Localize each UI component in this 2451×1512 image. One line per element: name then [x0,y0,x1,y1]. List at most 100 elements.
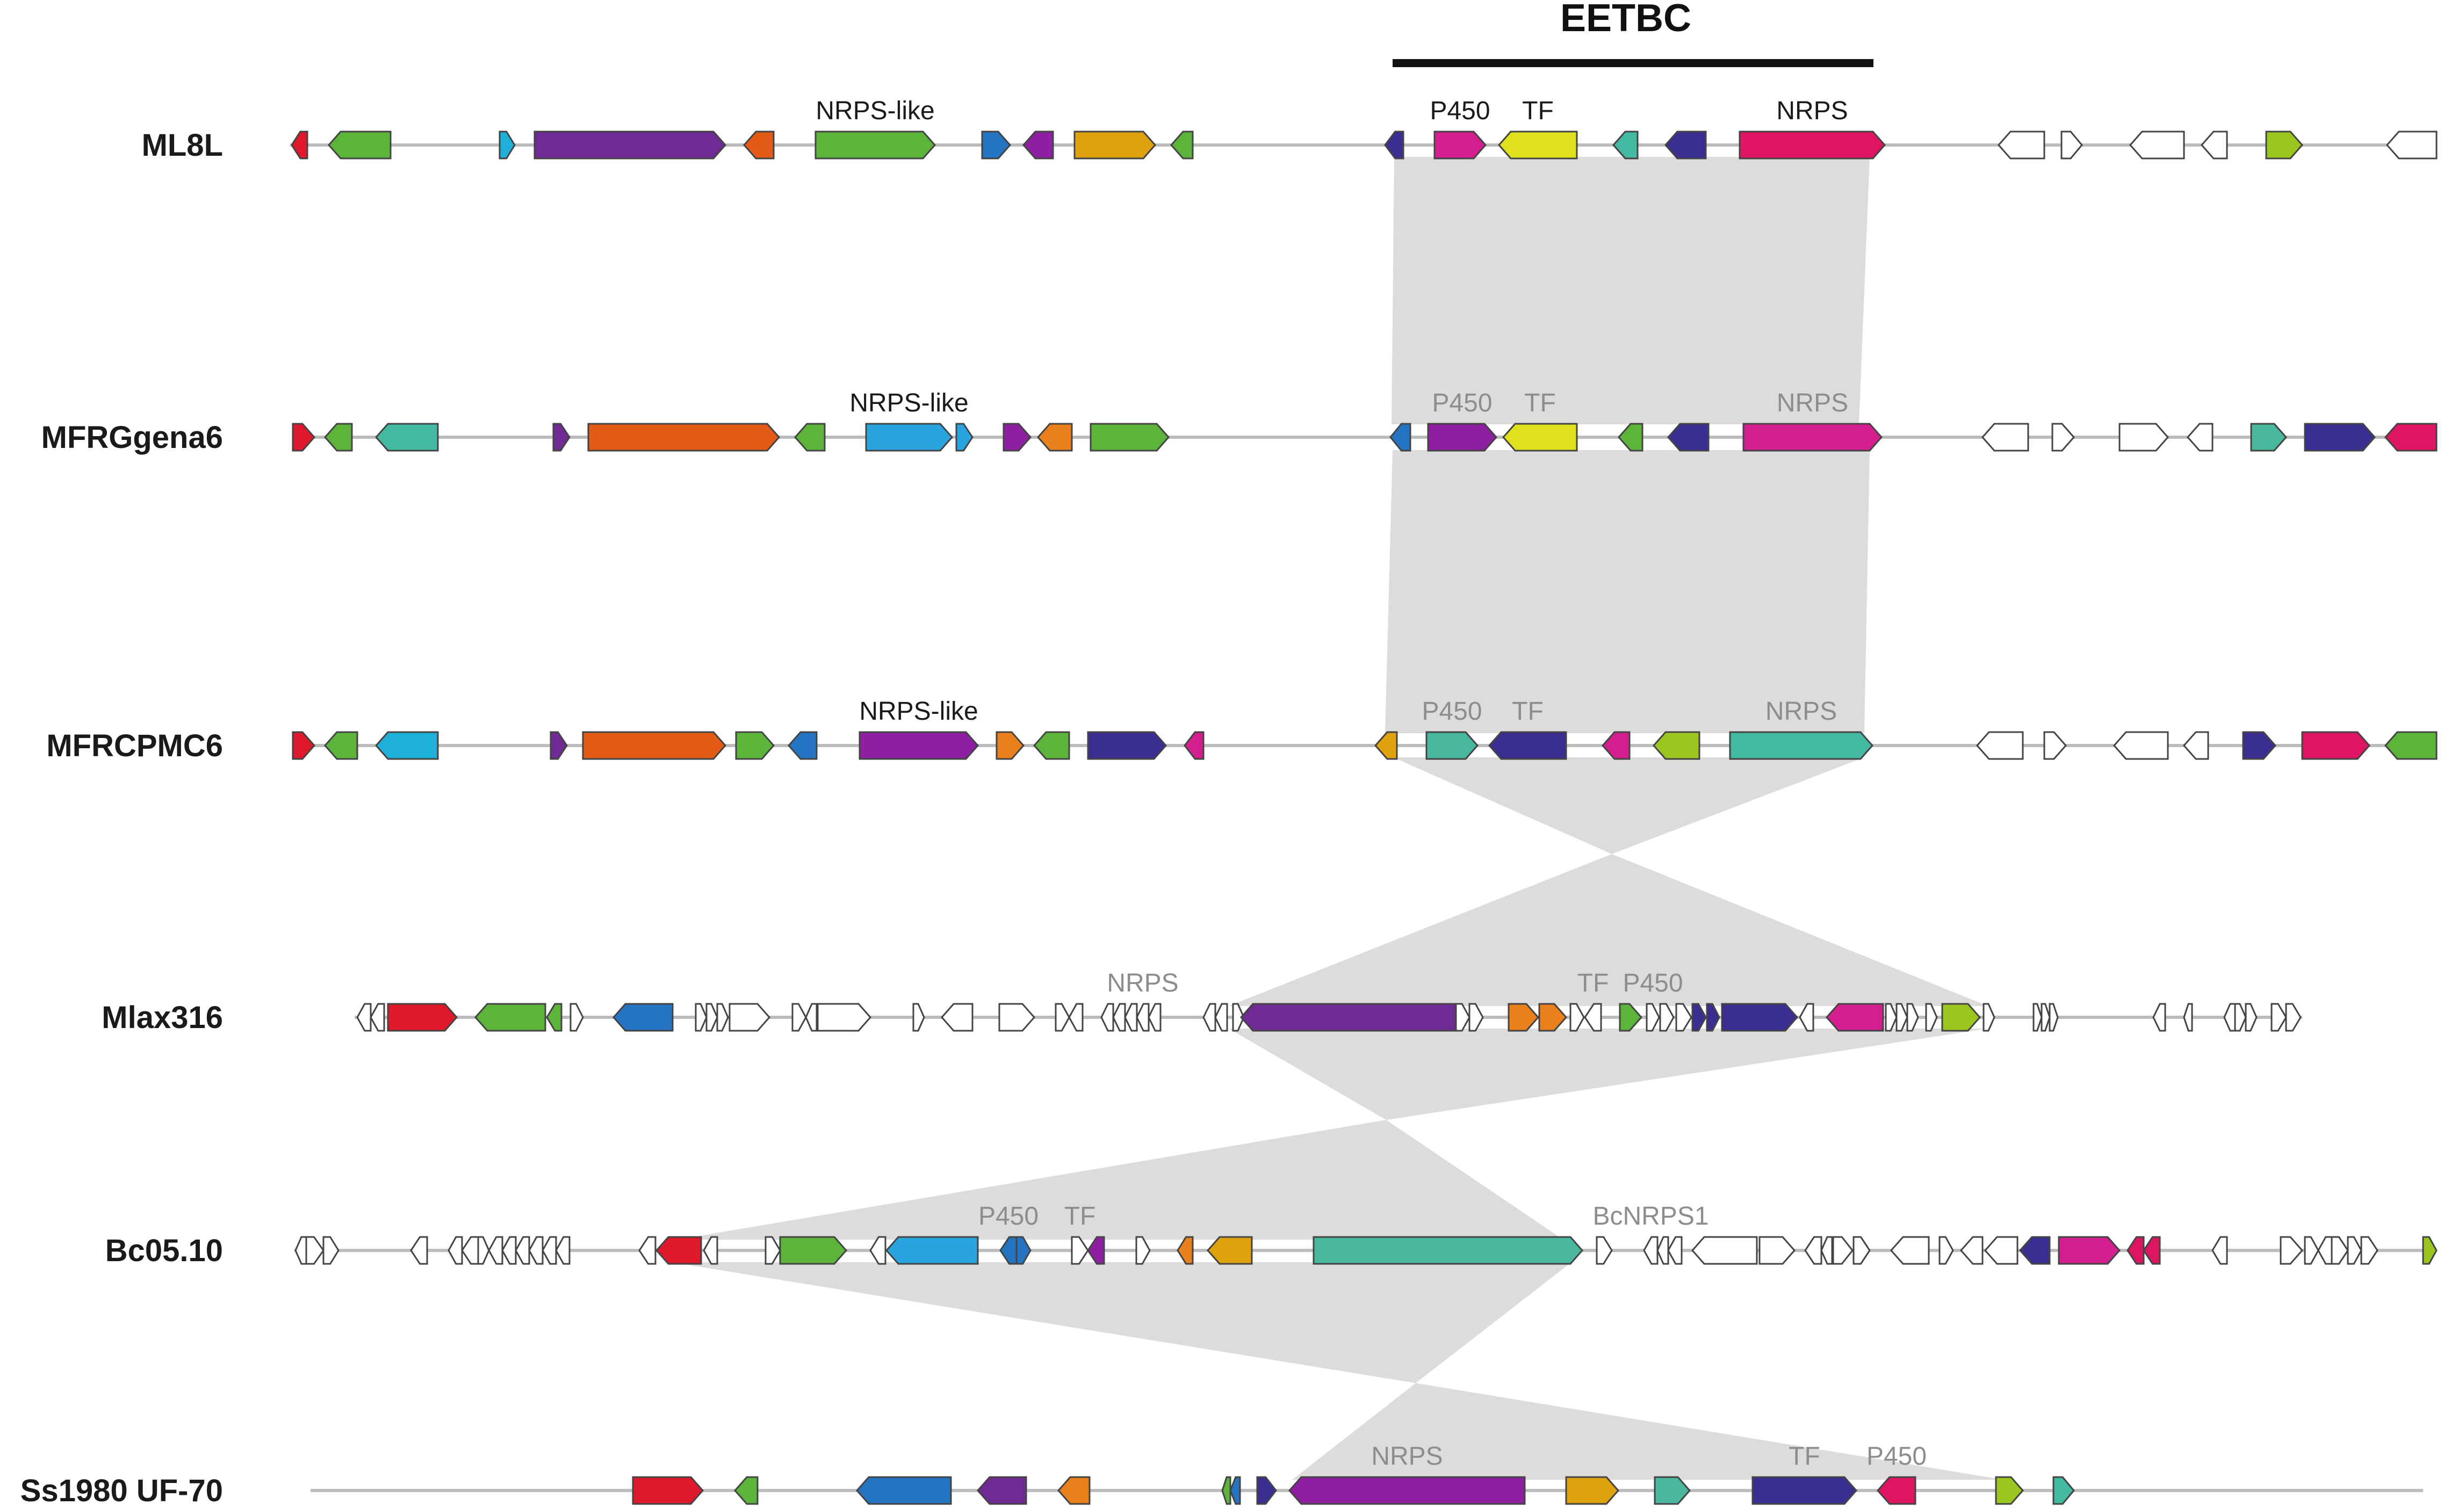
synteny-band [1393,757,1864,854]
gene-arrow [2245,1003,2258,1032]
gene-arrow [1981,423,2029,452]
gene-arrow [448,1236,463,1265]
gene-arrow [1148,1003,1162,1032]
gene-arrow [1055,1003,1070,1032]
gene-arrow [996,731,1025,760]
gene-arrow [1742,423,1883,452]
gene-arrow [1619,1003,1642,1032]
gene-label: P450 [1432,389,1492,417]
gene-arrow [817,1003,871,1032]
gene-arrow [1832,1236,1854,1265]
gene-arrow [2043,731,2067,760]
gene-arrow [1656,1236,1669,1265]
gene-arrow [2270,1003,2287,1032]
gene-arrow [1232,1003,1245,1032]
gene-arrow [955,423,974,452]
gene-label: NRPS [1765,697,1837,726]
gene-arrow [2113,731,2169,760]
gene-arrow [2384,423,2438,452]
gene-arrow [1653,731,1700,760]
gene-arrow [387,1003,458,1032]
gene-arrow [1799,1003,1814,1032]
gene-arrow [1374,731,1398,760]
gene-label: TF [1522,97,1554,125]
gene-arrow [1455,1003,1470,1032]
gene-arrow [1425,731,1479,760]
gene-arrow [375,731,439,760]
gene-arrow [1691,1236,1758,1265]
gene-arrow [2280,1236,2303,1265]
gene-arrow [1015,1236,1032,1265]
strain-labels: ML8LMFRGgena6MFRCPMC6Mlax316Bc05.10Ss198… [20,128,223,1508]
gene-arrow [1184,731,1205,760]
gene-arrow [1288,1476,1526,1505]
gene-arrow [856,1476,952,1505]
gene-arrow [1820,1236,1833,1265]
gene-arrow [2201,131,2228,160]
gene-arrow [2301,731,2370,760]
gene-arrow [1691,1003,1707,1032]
gene-arrow [1826,1003,1884,1032]
gene-arrow [734,1476,759,1505]
gene-arrow [1022,131,1054,160]
gene-arrow [735,731,775,760]
gene-arrow [2118,423,2169,452]
gene-arrow [1667,1236,1683,1265]
gene-arrow [1229,1476,1241,1505]
cluster-header: EETBC [1393,0,1873,67]
gene-arrow [1654,1476,1691,1505]
gene-label: TF [1064,1202,1096,1231]
gene-arrow [1960,1236,1984,1265]
gene-label: BcNRPS1 [1592,1202,1709,1231]
gene-arrow [1384,131,1404,160]
gene-arrow [322,1236,340,1265]
gene-arrow [632,1476,704,1505]
gene-arrow [1664,131,1707,160]
gene-arrow [1468,1003,1484,1032]
gene-arrow [703,1236,718,1265]
gene-arrow [2187,423,2214,452]
gene-arrow [2422,1236,2438,1265]
strain-label: MFRCPMC6 [46,728,223,763]
gene-arrow [2304,423,2376,452]
gene-arrow [515,1236,530,1265]
strain-label: MFRGgena6 [41,420,223,455]
gene-arrow [1170,131,1194,160]
gene-arrow [2041,1003,2051,1032]
gene-arrow [2211,1236,2228,1265]
gene-arrow [2051,423,2075,452]
gene-arrow [1433,131,1487,160]
gene-arrow [1618,423,1643,452]
gene-arrow [2052,1476,2075,1505]
gene-arrow [743,131,775,160]
gene-arrow [981,131,1011,160]
gene-arrow [292,731,315,760]
gene-arrow [1998,131,2045,160]
gene-arrow [1995,1476,2024,1505]
gene-arrow [1033,731,1070,760]
synteny-band [1392,157,1870,424]
gene-arrow [2265,131,2303,160]
gene-arrow [612,1003,674,1032]
gene-arrow [912,1003,925,1032]
gene-arrow [2183,1003,2193,1032]
gene-arrow [1643,1236,1659,1265]
gene-arrow [1602,731,1631,760]
gene-arrow [2060,131,2083,160]
gene-arrow [885,1236,979,1265]
gene-arrow [324,731,358,760]
gene-arrow [542,1236,557,1265]
gene-arrow [1112,1003,1126,1032]
gene-arrow [2304,1236,2319,1265]
gene-arrow [1895,1003,1908,1032]
gene-arrow [1240,1003,1457,1032]
gene-arrow [2152,1003,2166,1032]
synteny-band [677,1120,1563,1240]
gene-arrow [550,731,568,760]
gene-arrow [1221,1476,1231,1505]
gene-arrow [638,1236,657,1265]
gene-arrow [1037,423,1073,452]
gene-arrow [1804,1236,1822,1265]
gene-arrow [546,1003,563,1032]
gene-arrow [2019,1236,2051,1265]
